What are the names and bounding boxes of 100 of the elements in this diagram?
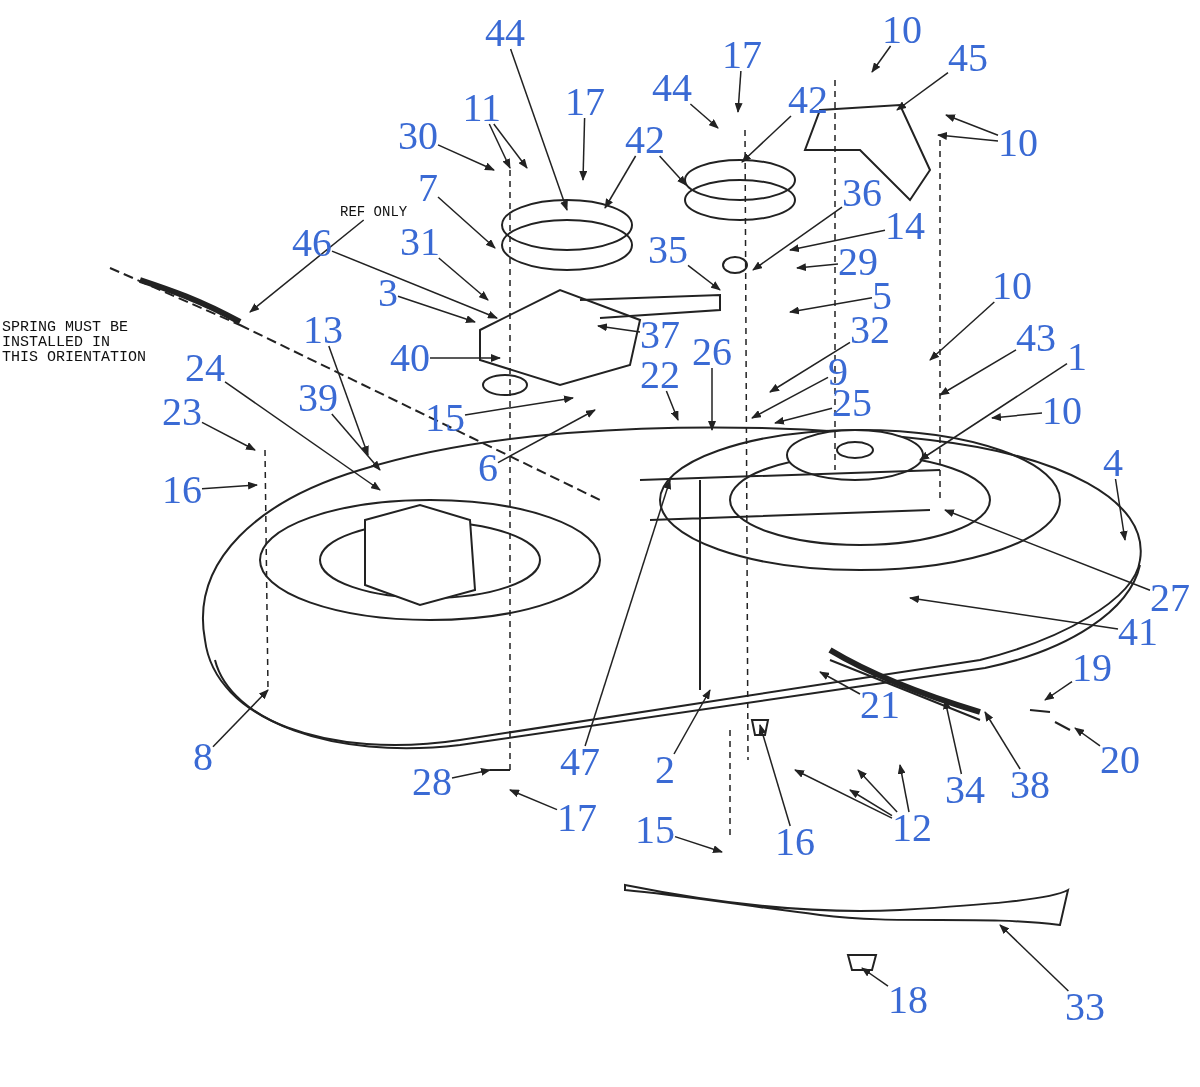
leader-line [734, 70, 743, 113]
leader-line [673, 689, 711, 755]
callout-number: 42 [788, 84, 828, 116]
callout-number: 26 [692, 336, 732, 368]
callout-number: 1 [1067, 341, 1087, 373]
callout-number: 47 [560, 746, 600, 778]
leader-line [919, 362, 1068, 461]
leader-line [604, 155, 637, 209]
leader-line [331, 250, 498, 319]
callout-number: 7 [418, 172, 438, 204]
leader-line [849, 789, 893, 817]
leader-line [991, 412, 1043, 422]
leader-line [665, 390, 679, 421]
note-text: REF ONLY [340, 204, 408, 220]
callout-number: 46 [292, 227, 332, 259]
callout-number: 17 [722, 39, 762, 71]
callout-number: 10 [1042, 395, 1082, 427]
callout-number: 43 [1016, 322, 1056, 354]
leader-line [509, 789, 558, 811]
leader-line [789, 229, 886, 253]
leader-line [451, 767, 491, 779]
callout-number: 25 [832, 387, 872, 419]
callout-number: 15 [425, 402, 465, 434]
callout-number: 32 [850, 314, 890, 346]
callout-number: 17 [557, 802, 597, 834]
callout-number: 44 [652, 72, 692, 104]
leader-line [752, 206, 843, 271]
leader-line [1044, 680, 1073, 701]
callout-number: 39 [298, 382, 338, 414]
callout-number: 34 [945, 774, 985, 806]
callout-number: 6 [478, 452, 498, 484]
leader-line [687, 264, 721, 291]
callout-number: 3 [378, 277, 398, 309]
leader-line [1074, 727, 1101, 747]
callout-number: 20 [1100, 744, 1140, 776]
callout-number: 33 [1065, 991, 1105, 1023]
callout-number: 37 [640, 319, 680, 351]
leader-line [871, 45, 892, 73]
leader-line [689, 103, 719, 129]
callout-number: 21 [860, 689, 900, 721]
leader-line [794, 769, 893, 819]
leader-line [909, 595, 1119, 630]
callout-number: 8 [193, 741, 213, 773]
leader-line [1114, 478, 1128, 541]
leader-line [328, 345, 369, 456]
callout-number: 31 [400, 226, 440, 258]
callout-number: 22 [640, 359, 680, 391]
callout-number: 16 [162, 474, 202, 506]
leader-line [999, 924, 1070, 992]
callout-number: 38 [1010, 769, 1050, 801]
callout-number: 2 [655, 754, 675, 786]
leader-line [497, 409, 596, 464]
leader-line [857, 769, 898, 813]
leader-line [488, 123, 511, 169]
leader-line [751, 376, 829, 419]
leader-line [708, 367, 716, 431]
callout-number: 17 [565, 86, 605, 118]
callout-number: 40 [390, 342, 430, 374]
callout-number: 45 [948, 42, 988, 74]
leader-line [758, 724, 791, 827]
leader-line [658, 155, 687, 186]
leader-line [939, 349, 1017, 396]
leader-line [896, 71, 949, 111]
callout-number: 18 [888, 984, 928, 1016]
leader-line [201, 421, 256, 451]
leader-line [212, 689, 269, 748]
callout-number: 24 [185, 352, 225, 384]
leader-line [944, 509, 1151, 591]
callout-number: 27 [1150, 582, 1190, 614]
leader-line [789, 296, 873, 315]
leader-line [464, 395, 574, 416]
leader-line [741, 115, 792, 163]
leader-line [429, 354, 501, 362]
callout-number: 42 [625, 124, 665, 156]
callout-number: 35 [648, 234, 688, 266]
leader-line [224, 381, 381, 491]
callout-number: 36 [842, 177, 882, 209]
leader-line [579, 117, 588, 181]
leader-line [984, 711, 1021, 770]
callout-number: 19 [1072, 652, 1112, 684]
callout-number: 14 [885, 210, 925, 242]
callout-number: 28 [412, 766, 452, 798]
leader-line [437, 144, 495, 171]
leader-line [937, 131, 999, 142]
leader-line [249, 219, 365, 313]
leader-line [509, 48, 568, 211]
leader-line [774, 407, 833, 425]
leader-line [437, 196, 496, 249]
leader-line [201, 481, 258, 490]
callout-number: 10 [882, 14, 922, 46]
callout-number: 23 [162, 396, 202, 428]
leader-line [929, 301, 996, 361]
leader-line [438, 257, 489, 301]
leader-line [796, 263, 839, 272]
callout-number: 30 [398, 120, 438, 152]
callout-number: 44 [485, 17, 525, 49]
callout-number: 10 [992, 270, 1032, 302]
leader-line [397, 295, 476, 323]
callout-number: 11 [462, 92, 501, 124]
leader-line [584, 479, 672, 747]
